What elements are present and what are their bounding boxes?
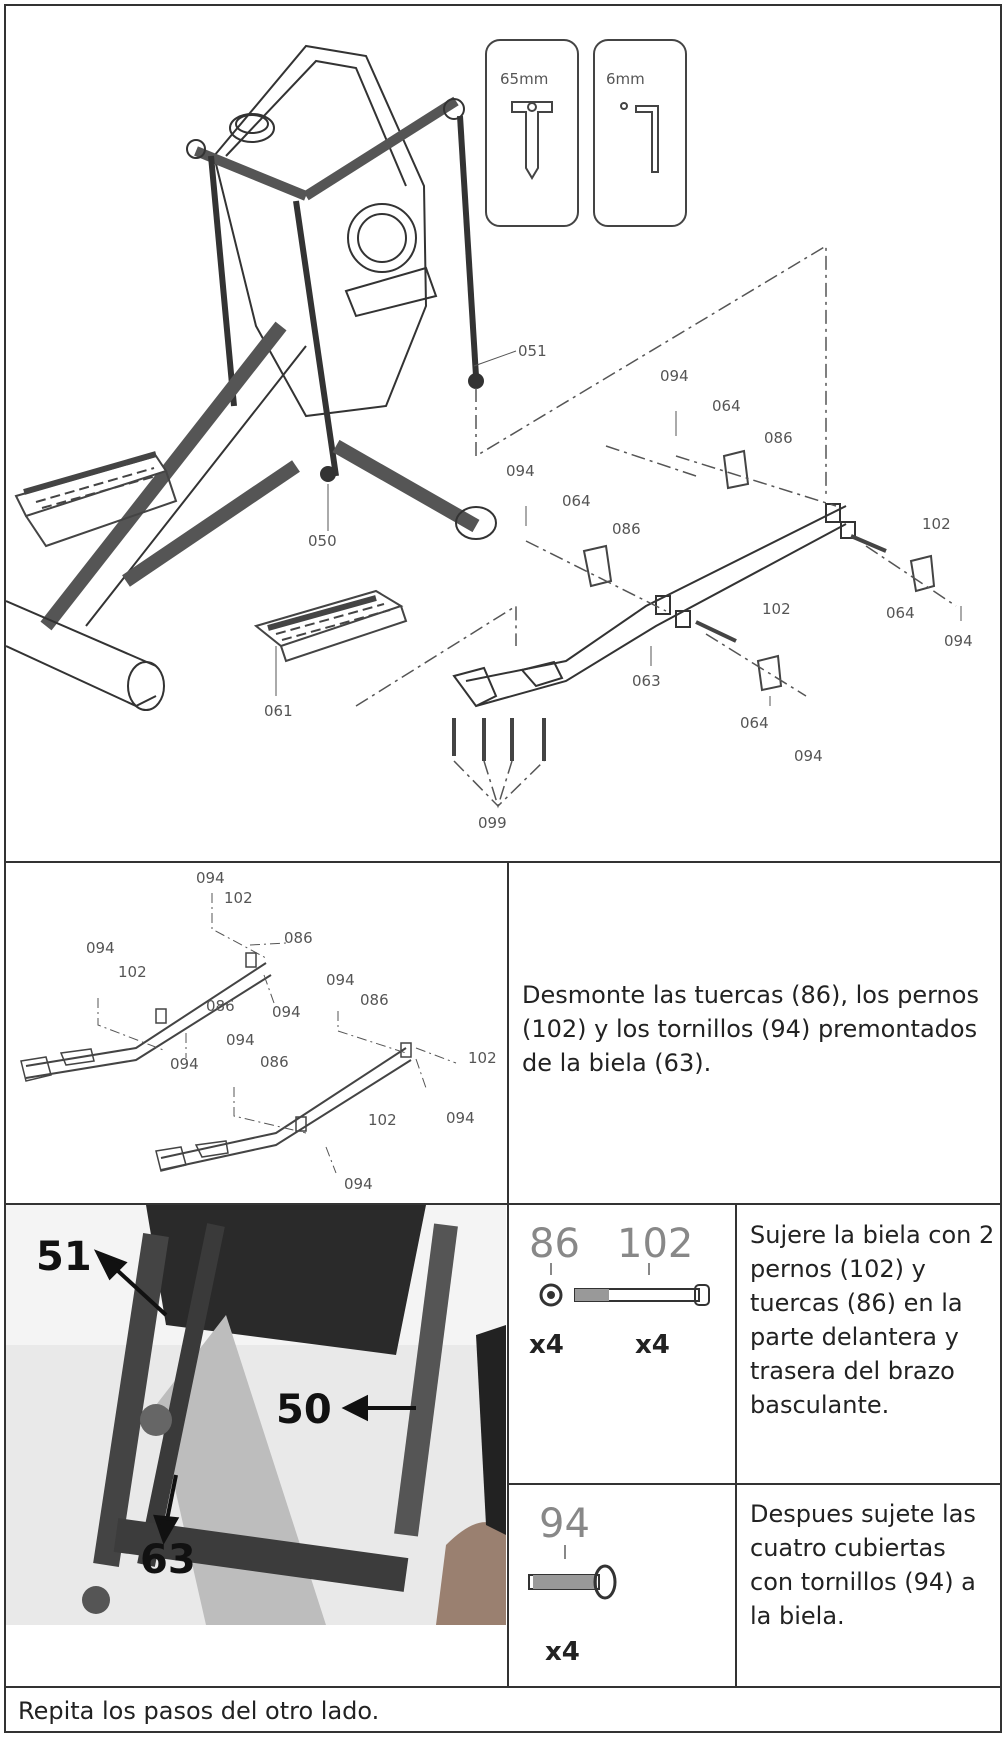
cover-064-drawings <box>582 449 936 692</box>
callout-063: 063 <box>632 672 661 690</box>
elliptical-frame-drawing <box>6 44 497 711</box>
step2-instruction: Sujere la biela con 2 pernos (102) y tue… <box>750 1221 995 1419</box>
photo-label-51: 51 <box>36 1234 92 1280</box>
photo-label-50: 50 <box>276 1387 332 1433</box>
callout-064-b: 064 <box>562 492 591 510</box>
t-wrench-icon <box>511 101 553 180</box>
pedal-061-drawing <box>253 589 408 663</box>
divider-hardware <box>508 1483 1002 1485</box>
callout-064-c: 064 <box>886 604 915 622</box>
step1-instruction: Desmonte las tuercas (86), los pernos (1… <box>522 981 979 1077</box>
callout-064-a: 064 <box>712 397 741 415</box>
footer-instruction: Repita los pasos del otro lado. <box>18 1697 380 1725</box>
bolt-part-number: 102 <box>617 1221 693 1267</box>
callout-086-a: 086 <box>764 429 793 447</box>
disassembly-diagram: 094 102 086 094 094 102 086 094 094 086 … <box>20 869 497 1193</box>
exploded-assembly-diagram: 65mm 6mm 051 050 061 063 099 094 094 094… <box>6 39 973 832</box>
callout-102-b: 102 <box>762 600 791 618</box>
callout-094-b: 094 <box>506 462 535 480</box>
nut-icon <box>539 1283 563 1307</box>
s1-callout-086c: 086 <box>360 991 389 1009</box>
tool-box-65mm <box>485 39 579 227</box>
bolt-quantity: x4 <box>635 1330 670 1360</box>
step3-instruction: Despues sujete las cuatro cubiertas con … <box>750 1500 976 1630</box>
tool-label-6mm: 6mm <box>606 70 645 88</box>
screw-quantity: x4 <box>545 1637 580 1667</box>
s1-callout-094e: 094 <box>326 971 355 989</box>
s1-callout-094c: 094 <box>86 939 115 957</box>
hardware-nut-bolt: 86 102 x4 x4 <box>529 1221 710 1360</box>
callout-050: 050 <box>308 532 337 550</box>
screws-099 <box>452 718 546 761</box>
s1-callout-086b: 086 <box>206 997 235 1015</box>
s1-callout-086: 086 <box>284 929 313 947</box>
divider-footer <box>4 1686 1002 1688</box>
divider-middle <box>4 1203 1002 1205</box>
screw-part-number: 94 <box>539 1501 590 1547</box>
photo-label-63: 63 <box>140 1537 196 1583</box>
callout-099: 099 <box>478 814 507 832</box>
hardware-screw: 94 x4 <box>528 1501 617 1667</box>
callout-102-a: 102 <box>922 515 951 533</box>
s1-callout-102b: 102 <box>118 963 147 981</box>
s1-callout-102c: 102 <box>468 1049 497 1067</box>
page-frame <box>4 4 1002 1733</box>
bolts-102 <box>695 534 887 643</box>
s1-callout-094d: 094 <box>170 1055 199 1073</box>
s1-callout-102d: 102 <box>368 1111 397 1129</box>
s1-callout-094f: 094 <box>446 1109 475 1127</box>
s1-callout-094h: 094 <box>344 1175 373 1193</box>
divider-top <box>4 861 1002 863</box>
s1-callout-094g: 094 <box>226 1031 255 1049</box>
assembly-photo: 51 50 63 <box>6 1205 506 1625</box>
tool-box-6mm <box>593 39 687 227</box>
callout-094-c: 094 <box>944 632 973 650</box>
callout-064-d: 064 <box>740 714 769 732</box>
s1-callout-094: 094 <box>196 869 225 887</box>
s1-callout-086d: 086 <box>260 1053 289 1071</box>
screw-icon <box>528 1564 617 1600</box>
divider-col2 <box>735 1203 737 1686</box>
pedal-left-drawing <box>14 451 178 548</box>
bolt-icon <box>574 1284 710 1306</box>
callout-086-b: 086 <box>612 520 641 538</box>
s1-callout-094b: 094 <box>272 1003 301 1021</box>
callout-094-d: 094 <box>794 747 823 765</box>
crank-arm-063-drawing <box>452 503 856 708</box>
s1-callout-102: 102 <box>224 889 253 907</box>
tool-label-65mm: 65mm <box>500 70 548 88</box>
nut-quantity: x4 <box>529 1330 564 1360</box>
nut-part-number: 86 <box>529 1221 580 1267</box>
callout-051: 051 <box>518 342 547 360</box>
allen-key-icon <box>620 102 659 173</box>
callout-094-a: 094 <box>660 367 689 385</box>
callout-061: 061 <box>264 702 293 720</box>
divider-col <box>507 861 509 1686</box>
